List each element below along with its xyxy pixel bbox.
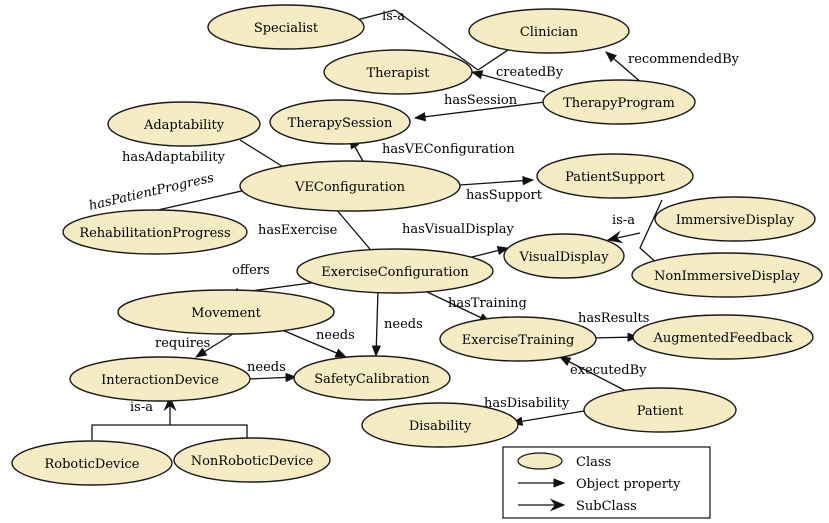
legend-class-label: Class: [576, 455, 611, 470]
edge-label-is-a-display: is-a: [612, 213, 635, 228]
svg-text:RoboticDevice: RoboticDevice: [44, 457, 139, 472]
edge-label-executed-by: executedBy: [570, 363, 647, 378]
edge-label-recommended-by: recommendedBy: [628, 52, 740, 67]
svg-text:ImmersiveDisplay: ImmersiveDisplay: [676, 213, 795, 228]
node-ve-configuration: VEConfiguration: [239, 160, 461, 212]
svg-text:NonRoboticDevice: NonRoboticDevice: [191, 454, 314, 469]
node-adaptability: Adaptability: [107, 101, 261, 147]
edge-label-is-a-device: is-a: [130, 400, 153, 415]
legend-class-swatch: [517, 452, 563, 470]
node-safety-calibration: SafetyCalibration: [293, 355, 451, 401]
node-therapist: Therapist: [323, 49, 473, 95]
edge-label-offers: offers: [232, 263, 270, 278]
node-patient: Patient: [583, 387, 737, 433]
svg-text:TherapySession: TherapySession: [288, 116, 393, 131]
edge-label-needs-ec: needs: [384, 317, 423, 332]
edge-label-is-a-clinician: is-a: [382, 9, 405, 24]
edge-has-results: [589, 332, 640, 342]
node-non-robotic-device: NonRoboticDevice: [173, 437, 331, 483]
svg-text:InteractionDevice: InteractionDevice: [101, 373, 219, 388]
edge-requires: [195, 331, 237, 358]
edge-device-needs-safety: [247, 372, 298, 383]
node-interaction-device: InteractionDevice: [69, 356, 251, 402]
edge-has-adaptability: [239, 139, 286, 169]
node-augmented-feedback: AugmentedFeedback: [632, 314, 814, 360]
svg-text:AugmentedFeedback: AugmentedFeedback: [653, 331, 793, 346]
node-immersive-display: ImmersiveDisplay: [654, 196, 816, 242]
edge-has-disability: [510, 409, 591, 426]
edge-label-has-disability: hasDisability: [484, 396, 570, 411]
node-rehabilitation-progress: RehabilitationProgress: [62, 209, 248, 255]
svg-text:NonImmersiveDisplay: NonImmersiveDisplay: [654, 269, 801, 284]
svg-text:ExerciseTraining: ExerciseTraining: [462, 333, 575, 348]
svg-text:Therapist: Therapist: [366, 66, 430, 81]
edge-label-needs-movement: needs: [316, 328, 355, 343]
svg-text:Adaptability: Adaptability: [143, 118, 225, 133]
node-specialist: Specialist: [207, 4, 365, 50]
edge-label-has-adaptability: hasAdaptability: [122, 150, 226, 165]
node-movement: Movement: [117, 289, 335, 335]
edge-ec-needs-safety: [371, 289, 381, 358]
svg-text:VEConfiguration: VEConfiguration: [294, 180, 406, 195]
edge-label-has-training: hasTraining: [448, 296, 527, 311]
node-visual-display: VisualDisplay: [503, 233, 625, 279]
edge-label-has-support: hasSupport: [466, 188, 543, 203]
svg-text:SafetyCalibration: SafetyCalibration: [314, 372, 430, 387]
svg-text:TherapyProgram: TherapyProgram: [563, 96, 675, 111]
edge-label-has-ve-configuration: hasVEConfiguration: [382, 142, 515, 157]
edge-label-needs-device: needs: [247, 360, 286, 375]
node-therapy-session: TherapySession: [269, 99, 411, 145]
edge-label-has-session: hasSession: [444, 93, 518, 108]
edge-label-has-patient-progress: hasPatientProgress: [88, 170, 216, 213]
svg-text:Specialist: Specialist: [254, 21, 319, 36]
edge-created-by: [470, 70, 546, 93]
edge-display-is-a-visual-display: [606, 199, 663, 265]
edge-label-created-by: createdBy: [496, 65, 564, 80]
node-clinician: Clinician: [468, 8, 630, 54]
legend: Class Object property SubClass: [502, 446, 711, 519]
svg-text:Patient: Patient: [637, 404, 684, 419]
node-exercise-training: ExerciseTraining: [439, 316, 597, 362]
edge-label-has-visual-display: hasVisualDisplay: [402, 222, 515, 237]
edge-label-has-exercise: hasExercise: [258, 223, 338, 238]
node-non-immersive-display: NonImmersiveDisplay: [631, 252, 823, 298]
edge-has-session: [413, 101, 546, 122]
svg-text:VisualDisplay: VisualDisplay: [518, 250, 609, 265]
node-therapy-program: TherapyProgram: [542, 79, 696, 125]
legend-object-property-label: Object property: [576, 477, 681, 492]
edge-has-training: [422, 289, 492, 323]
node-patient-support: PatientSupport: [536, 153, 694, 199]
node-exercise-configuration: ExerciseConfiguration: [296, 248, 494, 294]
edge-executed-by: [558, 356, 631, 394]
edge-has-support: [459, 176, 535, 186]
svg-text:Clinician: Clinician: [520, 25, 579, 40]
node-robotic-device: RoboticDevice: [11, 440, 173, 486]
edge-label-requires: requires: [155, 336, 210, 351]
svg-text:RehabilitationProgress: RehabilitationProgress: [79, 226, 230, 241]
svg-text:ExerciseConfiguration: ExerciseConfiguration: [321, 265, 469, 280]
legend-subclass-label: SubClass: [576, 499, 637, 514]
edge-label-has-results: hasResults: [578, 311, 649, 326]
edge-devices-is-a-interaction: [91, 395, 248, 440]
svg-text:Disability: Disability: [409, 419, 472, 434]
svg-text:Movement: Movement: [191, 306, 262, 321]
node-disability: Disability: [361, 402, 519, 448]
svg-text:PatientSupport: PatientSupport: [565, 170, 666, 185]
